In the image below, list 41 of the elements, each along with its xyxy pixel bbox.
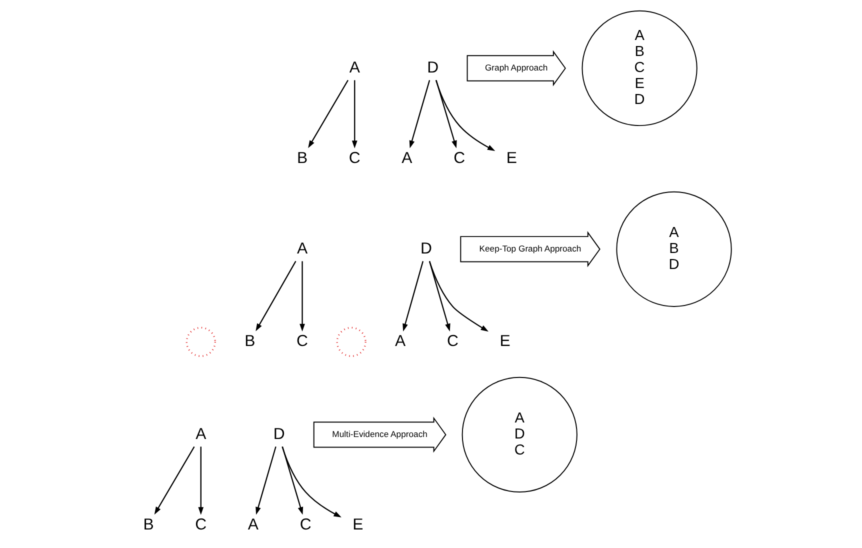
node-circle: A B C E D [582, 10, 698, 126]
arrow [256, 446, 276, 515]
node-text: A [196, 426, 206, 443]
arrow [308, 80, 348, 148]
arrow [352, 80, 358, 148]
arrow [409, 80, 430, 148]
node-text: A [296, 240, 308, 258]
arrow [154, 446, 195, 515]
node-circle [336, 326, 366, 357]
node-text: B [296, 150, 308, 167]
arrow [436, 80, 457, 148]
node-text: D [420, 240, 432, 258]
arrow [300, 261, 305, 332]
arrow [282, 446, 342, 518]
node-text: A [402, 150, 412, 167]
arrow [435, 80, 496, 151]
arrow [428, 261, 450, 332]
arrow [428, 261, 489, 332]
arrow [282, 446, 304, 515]
arrow [402, 261, 424, 332]
node-text: B [244, 333, 256, 350]
node-circle: A B D [616, 191, 732, 307]
node-circle [186, 326, 216, 357]
node-text: C [446, 333, 458, 350]
arrow [256, 260, 296, 332]
node-text: C [348, 150, 360, 167]
node-text: E [506, 150, 517, 167]
node-text: E [352, 516, 364, 534]
node-text: A [349, 59, 360, 76]
node-text: C [296, 333, 308, 350]
node-text: E [500, 333, 510, 350]
node-text: D [273, 426, 285, 443]
node-text: C [454, 150, 466, 167]
node-text: D [427, 59, 439, 76]
node-text: B [143, 516, 154, 534]
node-text: C [300, 516, 312, 534]
node-text: A [248, 516, 259, 534]
arrow [198, 446, 204, 515]
node-text: C [195, 516, 207, 534]
node-text: A [395, 333, 406, 350]
node-circle: A D C [462, 376, 578, 493]
